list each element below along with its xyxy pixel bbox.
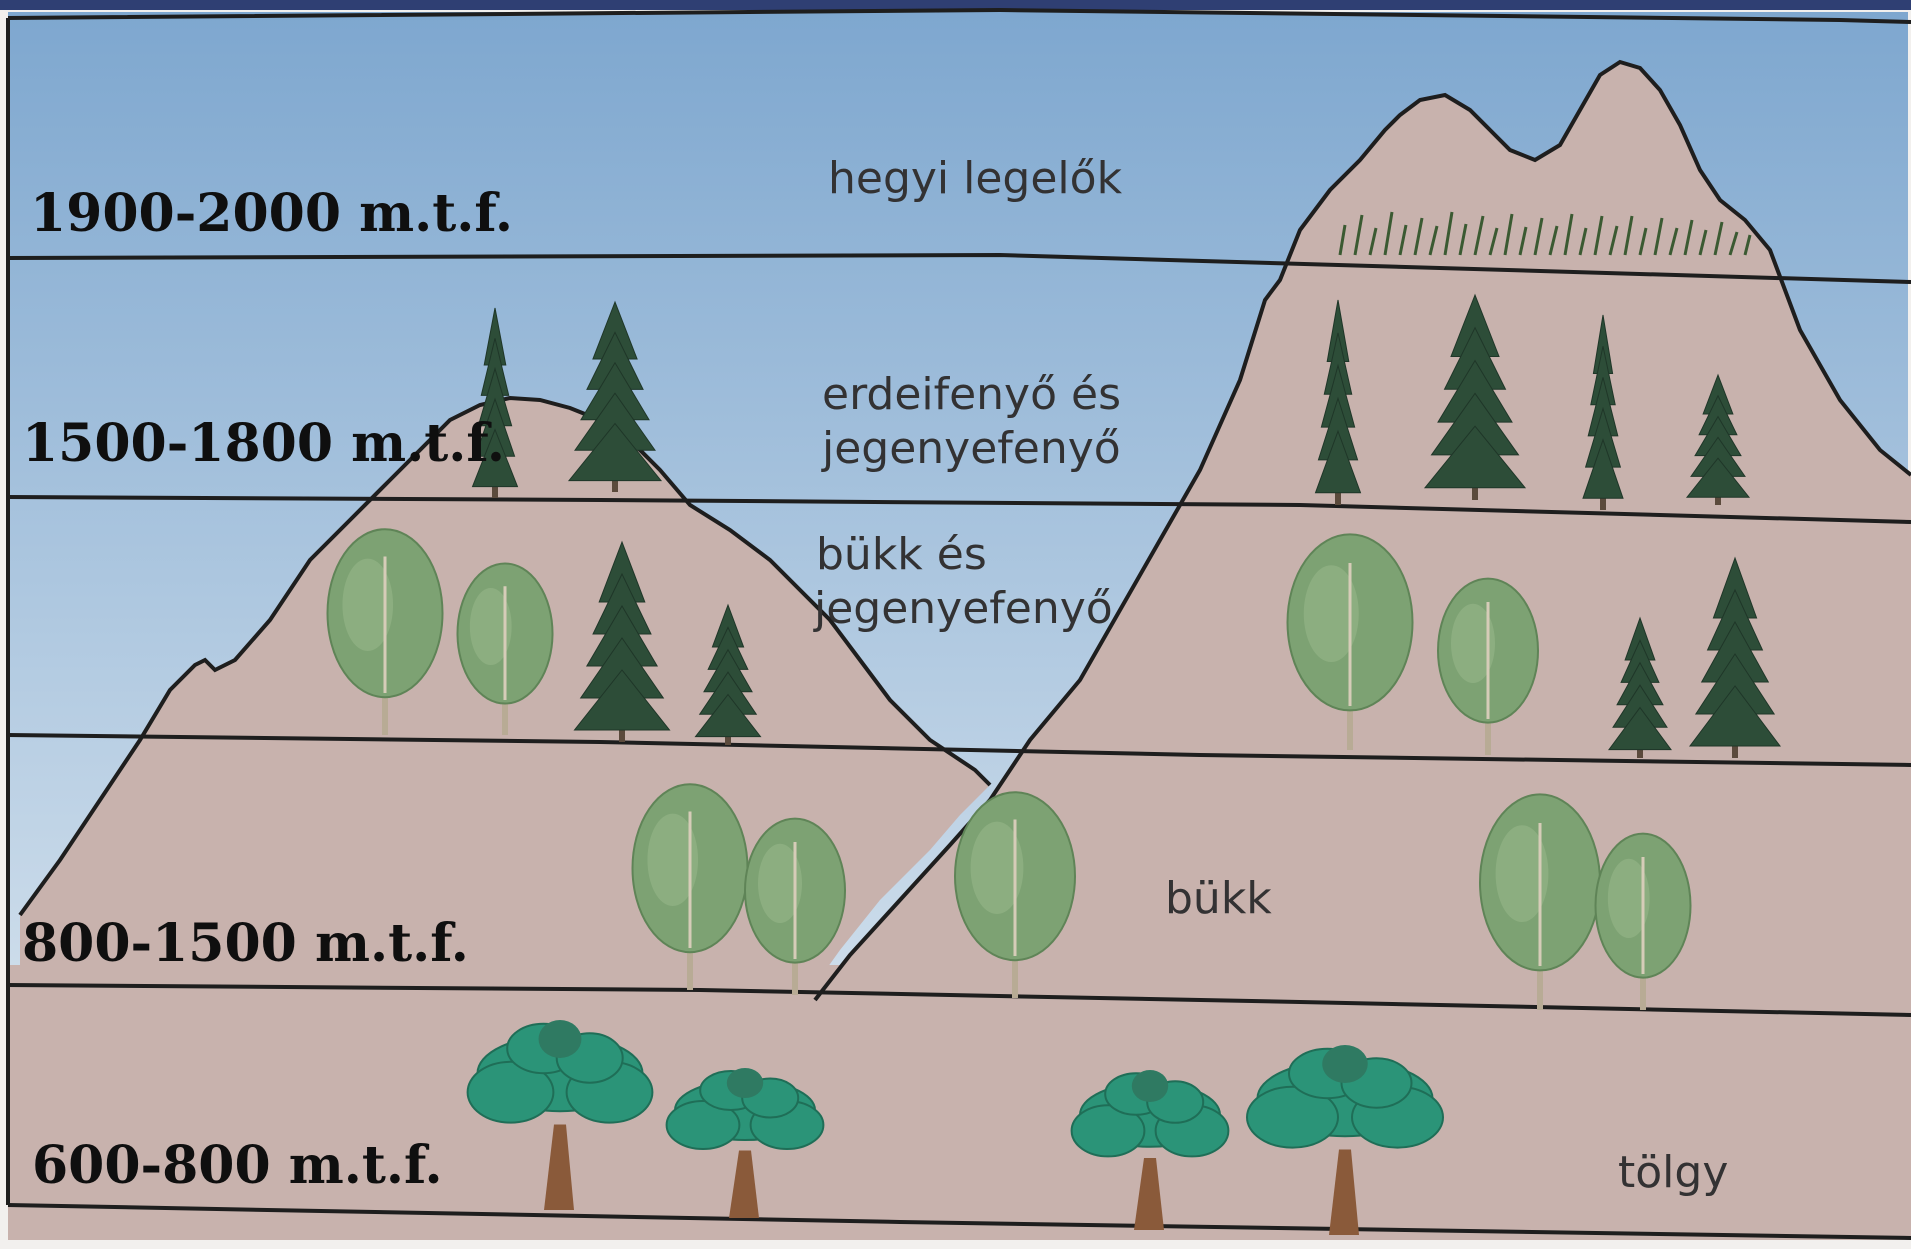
altitude-label-1500-1800: 1500-1800 m.t.f.	[22, 413, 505, 474]
zone-label-meadow: hegyi legelők	[828, 152, 1122, 206]
zone-label-oak: tölgy	[1618, 1146, 1728, 1200]
zone-label-beech-fir-2: jegenyefenyő	[814, 582, 1113, 636]
zone-label-pine-fir-1: erdeifenyő és	[822, 368, 1121, 422]
zone-label-beech: bükk	[1165, 872, 1272, 926]
altitude-label-600-800: 600-800 m.t.f.	[32, 1135, 443, 1196]
altitude-label-800-1500: 800-1500 m.t.f.	[22, 913, 469, 974]
zone-label-pine-fir-2: jegenyefenyő	[822, 422, 1121, 476]
zone-label-beech-fir-1: bükk és	[816, 528, 987, 582]
altitude-label-1900-2000: 1900-2000 m.t.f.	[30, 183, 513, 244]
